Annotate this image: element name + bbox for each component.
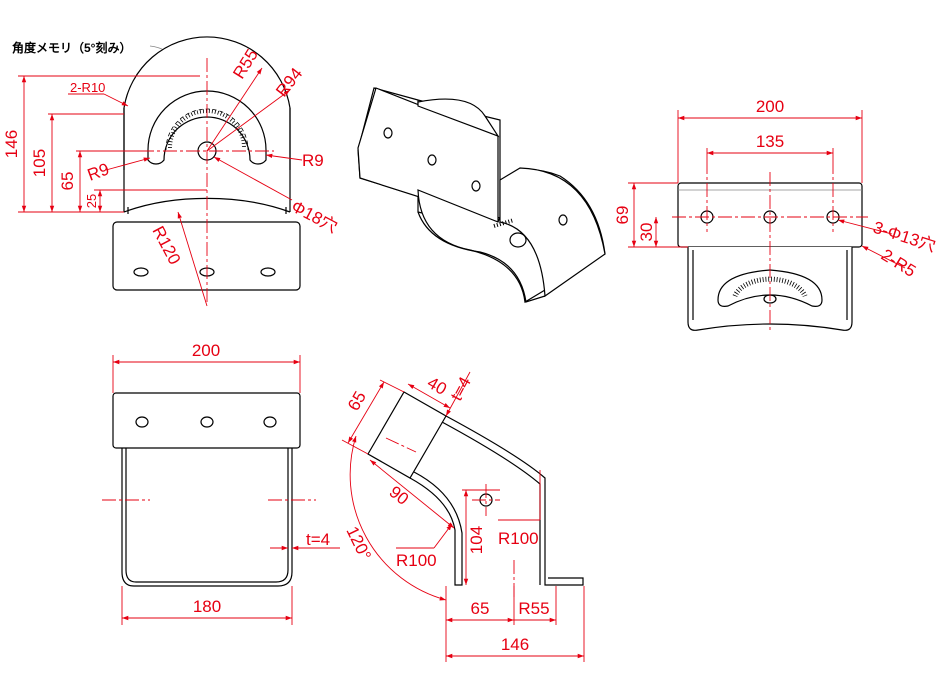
side-dim-120deg: 120°	[342, 523, 374, 563]
side-view: 65 40 t=4 90 120° R100 104 R100 65 R55	[341, 371, 585, 662]
dim-r9-left: R9	[85, 159, 112, 184]
top-dim-69: 69	[613, 206, 632, 225]
side-dim-t4: t=4	[447, 374, 475, 404]
dim-r9-right: R9	[302, 151, 324, 170]
dim-105: 105	[30, 149, 49, 177]
side-dim-r100-left: R100	[396, 551, 437, 570]
bottom-dim-180: 180	[193, 597, 221, 616]
side-dim-r100-right: R100	[498, 529, 539, 548]
dim-2-r10: 2-R10	[70, 80, 105, 95]
side-dim-104: 104	[467, 526, 486, 554]
top-dim-200: 200	[756, 97, 784, 116]
top-dim-30: 30	[637, 223, 656, 242]
bottom-view: 200 180 t=4	[102, 341, 340, 625]
iso-end-plate	[499, 167, 606, 298]
bottom-arm	[121, 448, 293, 587]
side-dim-146: 146	[501, 635, 529, 654]
side-dim-b65: 65	[471, 599, 490, 618]
top-dim-r5: 2-R5	[878, 245, 919, 281]
side-mount-plate	[367, 391, 447, 479]
dim-146: 146	[2, 130, 21, 158]
isometric-view	[357, 87, 606, 303]
side-arm-outer	[445, 415, 584, 586]
side-dim-r55: R55	[518, 599, 549, 618]
side-dim-65: 65	[344, 388, 370, 414]
top-dim-135: 135	[756, 132, 784, 151]
angle-scale-note: 角度メモリ（5°刻み）	[12, 40, 131, 55]
dim-65: 65	[58, 172, 77, 191]
top-scale-slot	[717, 269, 823, 307]
front-view: 角度メモリ（5°刻み） 146 105 65	[2, 36, 341, 307]
front-mount-plate	[112, 221, 301, 291]
front-upper-tab	[123, 36, 291, 170]
top-dim-holes: 3-Φ13穴	[871, 218, 938, 256]
bottom-dim-200: 200	[192, 341, 220, 360]
bottom-mount-plate	[112, 392, 301, 449]
top-view: 200 135 69 30 3-Φ13穴 2-R5	[613, 97, 938, 332]
side-dim-90: 90	[386, 482, 413, 509]
bottom-dim-t4: t=4	[306, 530, 330, 549]
dim-25: 25	[84, 194, 99, 208]
